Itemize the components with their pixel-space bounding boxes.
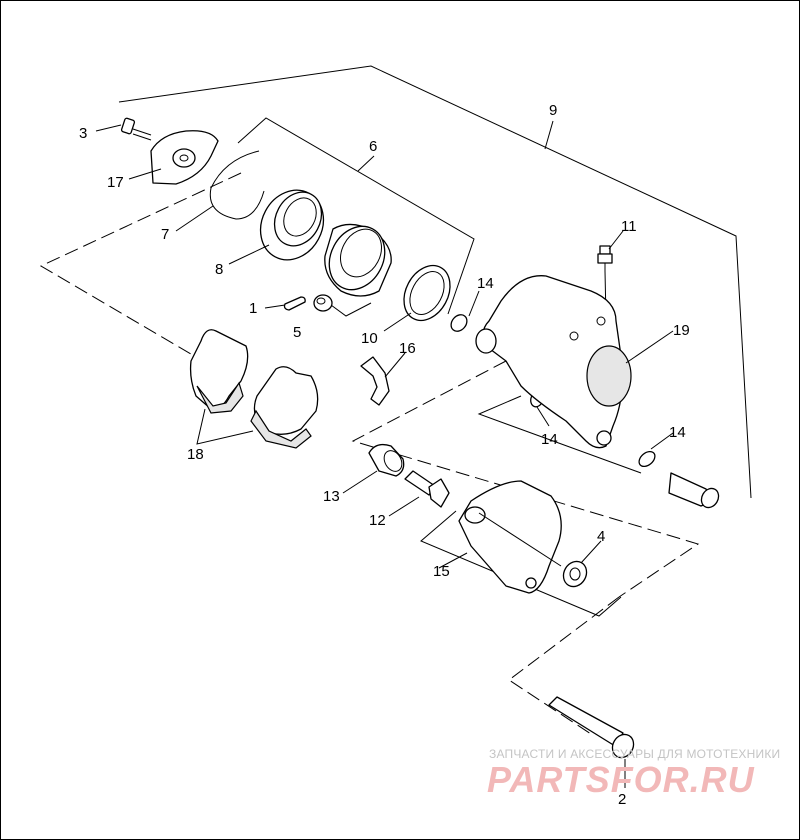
- leader-6: [357, 155, 375, 172]
- leader-12: [388, 496, 420, 517]
- sleeve-12: [404, 470, 450, 508]
- bolt-3: [120, 117, 152, 141]
- leader-14c: [650, 432, 674, 450]
- leader-14a: [468, 290, 480, 317]
- callout-1: 1: [249, 300, 257, 317]
- callout-14b: 14: [541, 431, 558, 448]
- piston-6: [324, 223, 392, 297]
- callout-13: 13: [323, 488, 340, 505]
- callout-6: 6: [369, 138, 377, 155]
- seal-10: [403, 264, 451, 322]
- callout-14c: 14: [669, 424, 686, 441]
- leader-11: [608, 230, 624, 250]
- callout-11: 11: [621, 218, 637, 235]
- bolt-2: [548, 696, 635, 759]
- bracket-6: [237, 117, 475, 315]
- boot-8: [259, 189, 325, 261]
- dash-group-pad: [39, 172, 242, 358]
- washer-4: [562, 560, 588, 588]
- spring-13: [368, 443, 405, 477]
- leader-4: [580, 540, 602, 564]
- leader-10: [383, 312, 412, 332]
- callout-18: 18: [187, 446, 204, 463]
- oring-14a: [450, 314, 468, 332]
- callout-10: 10: [361, 330, 378, 347]
- leader-14b: [536, 406, 550, 427]
- callout-4: 4: [597, 528, 605, 545]
- leader-16: [384, 352, 406, 378]
- callout-8: 8: [215, 261, 223, 278]
- callout-3: 3: [79, 125, 87, 142]
- leader-9: [544, 120, 554, 150]
- leader-17: [128, 168, 162, 180]
- caliper-body-19: [475, 275, 632, 449]
- callout-5: 5: [293, 324, 301, 341]
- brake-pad-18b: [250, 366, 319, 449]
- callout-17: 17: [107, 174, 124, 191]
- callout-19: 19: [673, 322, 690, 339]
- bushing-5: [313, 294, 333, 312]
- callout-9: 9: [549, 102, 557, 119]
- bracket-15-part: [458, 480, 562, 594]
- watermark-tagline: ЗАПЧАСТИ И АКСЕССУАРЫ ДЛЯ МОТОТЕХНИКИ: [489, 747, 781, 761]
- plate-17: [150, 130, 219, 185]
- watermark-logo: PARTSFOR.RU: [487, 759, 755, 800]
- leader-19: [625, 330, 674, 364]
- callout-2: 2: [618, 791, 626, 808]
- leader-3: [95, 124, 122, 132]
- pin-1: [283, 296, 306, 311]
- guide-pin: [668, 472, 720, 509]
- dash-group-bolt: [508, 596, 620, 735]
- brake-pad-18a: [189, 329, 249, 414]
- callout-16: 16: [399, 340, 416, 357]
- clip-16: [360, 356, 390, 406]
- bracket-14: [477, 395, 642, 474]
- oring-14c: [638, 450, 656, 468]
- bracket-9: [118, 65, 752, 499]
- leader-18: [196, 408, 254, 445]
- leader-13: [342, 470, 378, 494]
- leader-15: [438, 552, 468, 569]
- leader-7: [175, 205, 214, 232]
- callout-12: 12: [369, 512, 386, 529]
- ring-7: [209, 150, 265, 220]
- leader-8: [228, 244, 270, 265]
- callout-15: 15: [433, 563, 450, 580]
- callout-14a: 14: [477, 275, 494, 292]
- leader-1: [264, 304, 286, 309]
- bracket-5: [330, 302, 372, 317]
- callout-7: 7: [161, 226, 169, 243]
